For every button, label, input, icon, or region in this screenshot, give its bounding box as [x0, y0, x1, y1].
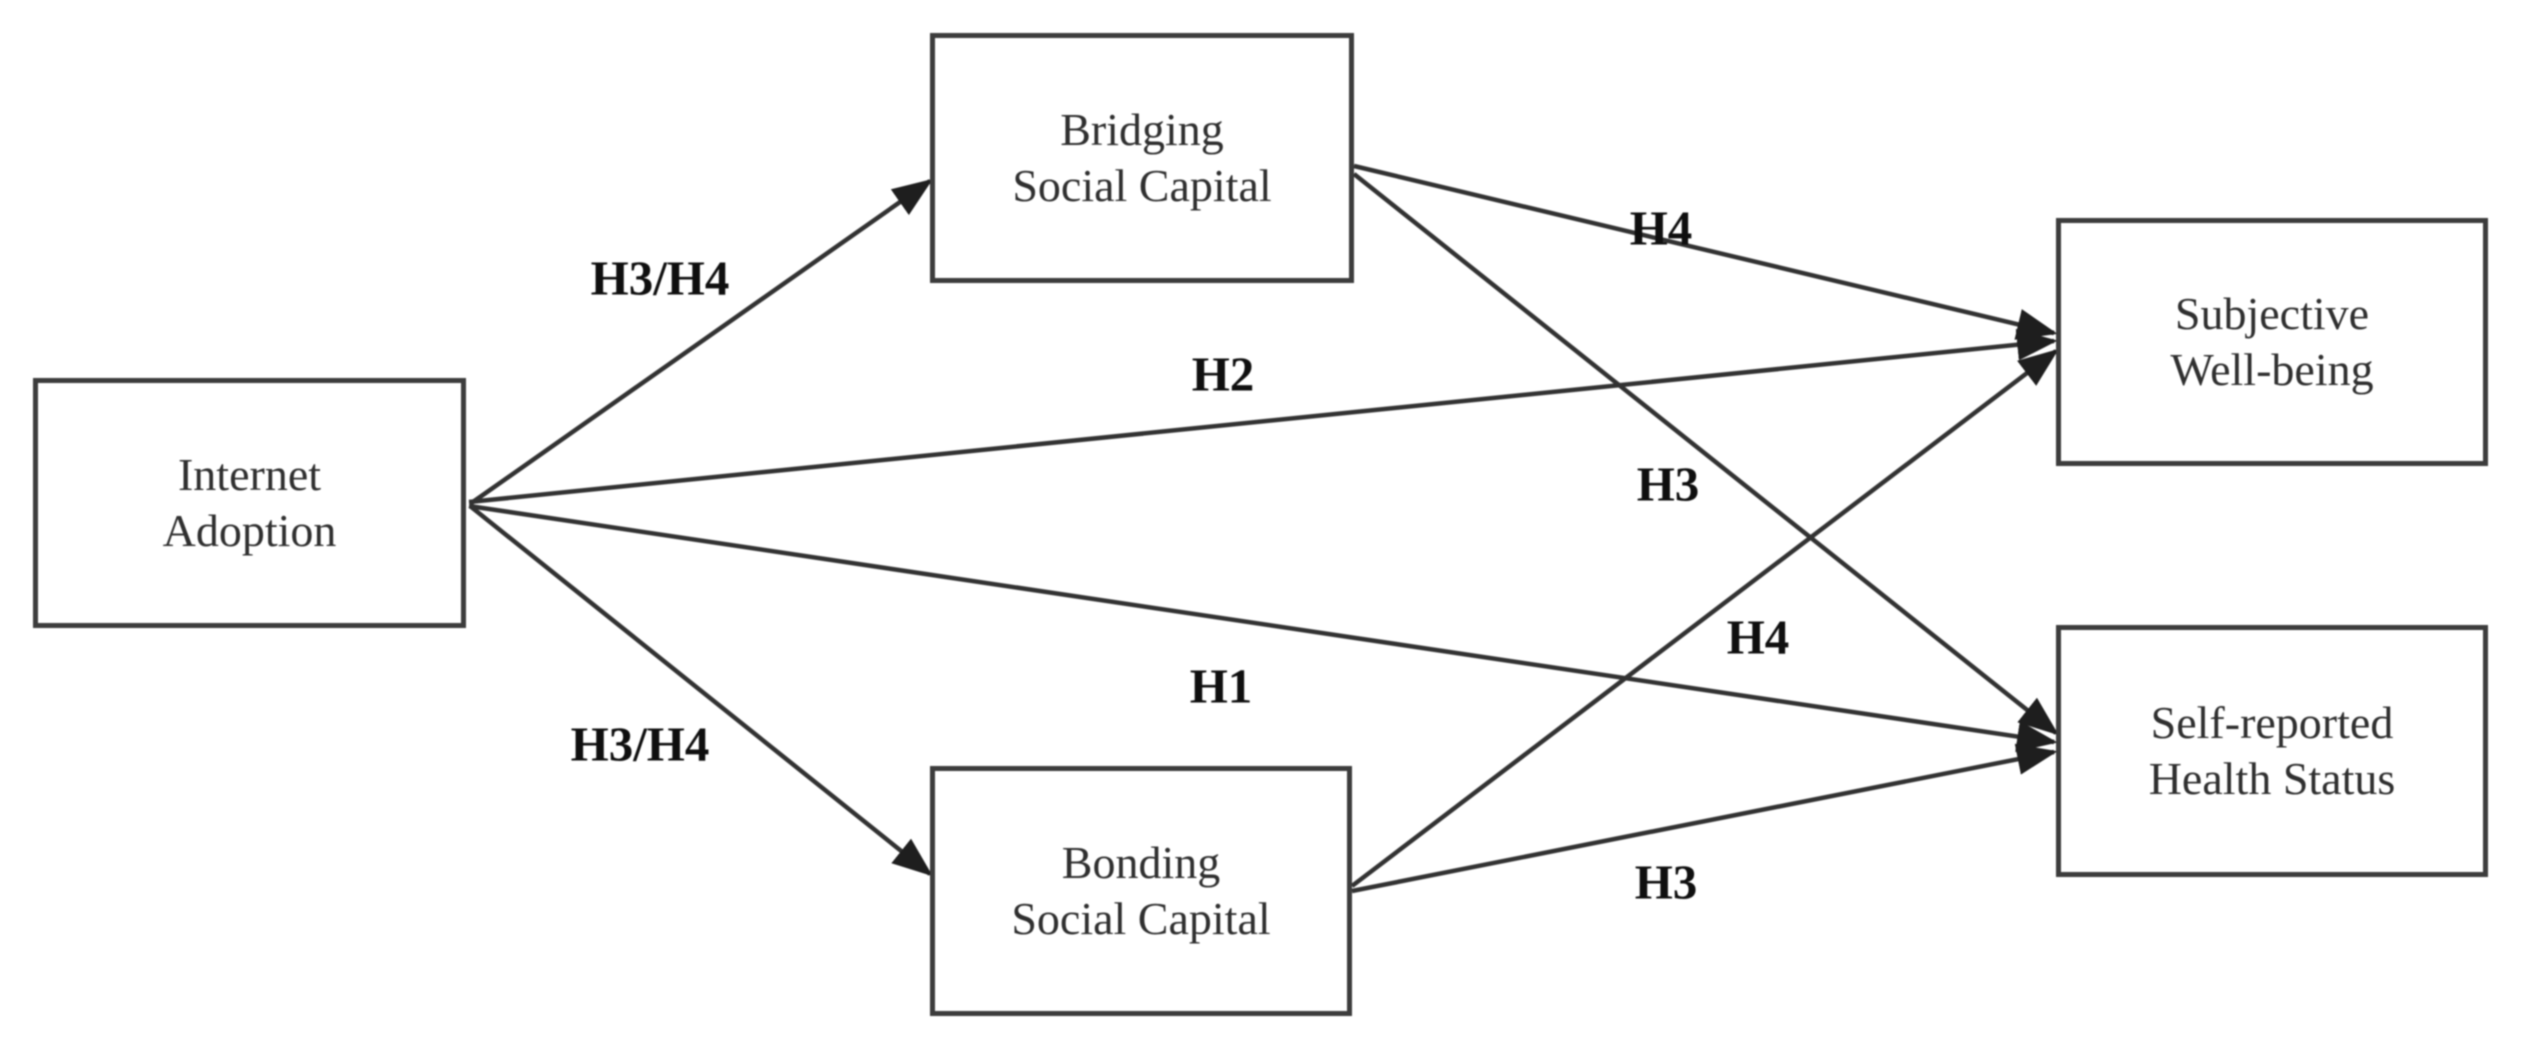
node-subjective-well-being: Subjective Well-being: [2056, 218, 2488, 466]
edge-label-internet-selfreported: H1: [1189, 658, 1253, 714]
node-self-reported-health-status: Self-reported Health Status: [2056, 625, 2488, 877]
edge-label-bonding-selfreported: H3: [1634, 854, 1698, 910]
edge-label-bridging-subjective: H4: [1629, 200, 1693, 256]
arrow-bonding-to-selfreported: [1351, 743, 2058, 894]
edge-label-internet-subjective: H2: [1191, 346, 1255, 402]
arrow-internet-to-bonding: [468, 504, 933, 877]
node-bridging-social-capital: Bridging Social Capital: [930, 33, 1354, 283]
arrow-internet-to-subjective: [468, 329, 2058, 505]
arrow-internet-to-selfreported: [468, 503, 2058, 753]
arrow-internet-to-bridging: [468, 178, 933, 506]
arrow-bonding-to-subjective: [1350, 348, 2059, 888]
edge-label-internet-bridging: H3/H4: [590, 250, 730, 306]
edge-label-bonding-subjective: H4: [1726, 609, 1790, 665]
node-internet-adoption: Internet Adoption: [33, 378, 466, 628]
node-bonding-social-capital: Bonding Social Capital: [930, 766, 1352, 1016]
arrow-bridging-to-subjective: [1353, 163, 2058, 340]
edge-label-internet-bonding: H3/H4: [570, 716, 710, 772]
arrow-bridging-to-selfreported: [1352, 172, 2059, 736]
edge-label-bridging-selfreported: H3: [1636, 456, 1700, 512]
